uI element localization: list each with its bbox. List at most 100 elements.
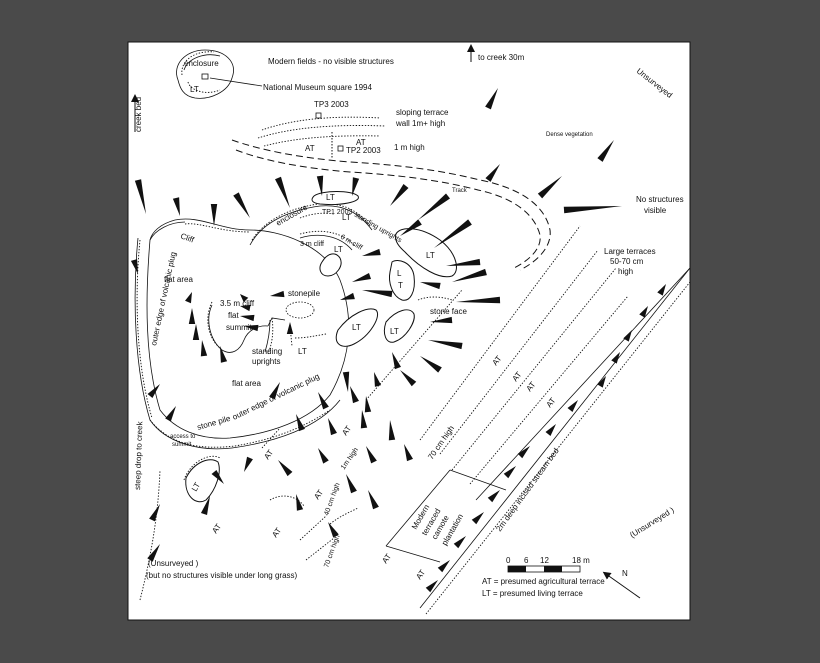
label-flat: flat [228,311,239,320]
label-stone-face: stone face [430,307,467,316]
slope-triangle [487,490,500,503]
sloping-terrace-wall [257,112,386,158]
map-sheet [127,41,691,621]
label-track: Track [452,188,468,194]
slope-triangle [517,446,530,459]
slope-triangle [400,370,417,387]
scale-12: 12 [540,556,549,565]
label-t: T [398,281,403,290]
slope-triangle [657,284,666,296]
slope-triangle [275,176,290,208]
label-lt-g: LT [298,347,307,356]
enclosure-top-left [176,49,234,99]
slope-triangle [192,324,200,340]
upper-cliff [249,203,373,251]
slope-triangle [270,290,285,298]
label-lt-f: LT [390,327,399,336]
slope-triangle [318,448,329,464]
label-access: access to [170,434,196,440]
slope-triangle [404,444,413,462]
slope-triangle [388,420,396,441]
slope-triangle [134,179,146,214]
slope-triangle [390,184,409,206]
slope-triangle [392,352,401,370]
label-steep-drop: steep drop to creek [133,420,144,490]
slope-triangle [425,580,438,593]
summit-cliff [207,301,286,355]
slope-triangle [368,490,379,510]
slope-triangle [328,418,337,436]
slope-triangle [567,400,578,412]
slope-triangle [456,296,501,304]
label-visible: visible [644,206,667,215]
scale-bar [507,565,581,573]
slope-triangle [545,424,556,436]
slope-triangle [364,396,372,413]
slope-triangle [269,382,280,400]
slope-triangle [428,340,463,350]
label-north: N [622,569,628,578]
slope-triangle [342,371,350,392]
slope-triangle [240,294,249,303]
slope-triangle [318,392,329,410]
scale-18: 18 m [572,556,590,565]
label-flat-area-bottom: flat area [232,379,261,388]
label-lt-h: LT [190,481,202,493]
slope-triangle [437,560,450,573]
slope-triangle [420,282,441,290]
label-terrace-height: 50-70 cm [610,257,644,266]
label-tp1: TP1 2003 [322,209,352,216]
track-lines [231,139,551,271]
slope-triangle [240,304,251,312]
slope-triangle [434,219,472,248]
slope-triangle [623,330,632,342]
slope-triangle [220,346,228,363]
slope-triangle [537,176,562,199]
label-summit: summit [226,323,253,332]
museum-leader-line [209,77,263,87]
label-to-creek: to creek 30m [478,53,525,62]
slope-triangle [362,248,381,256]
slope-triangle [296,494,304,511]
slope-triangle [350,386,359,404]
north-arrow [602,571,641,599]
slope-triangle [188,308,196,324]
slope-triangle [446,258,481,266]
slope-triangle [340,292,355,300]
label-creek-bed: creek bed [134,97,143,132]
slope-triangle [418,193,450,220]
slope-triangle [360,410,368,429]
slope-triangle [485,164,500,182]
slope-triangle [211,469,224,484]
label-lt-d: LT [426,251,435,260]
slope-triangle [471,512,484,525]
slope-triangle [362,290,393,298]
slope-triangle [244,324,259,332]
label-long-grass: (but no structures visible under long gr… [146,571,298,580]
slope-triangle [240,314,255,322]
slope-triangle [200,340,208,357]
label-3m-cliff-small: 3 m cliff [300,241,324,248]
slope-triangle [130,259,138,274]
slope-triangle [172,197,180,216]
living-terraces [185,191,457,503]
label-lt-a: LT [326,193,335,202]
slope-triangle [611,352,620,364]
label-lt-b: LT [342,213,351,222]
slope-triangle [503,466,516,479]
slope-triangle [296,414,305,432]
slope-triangle [420,356,442,373]
label-wall-height: wall 1m+ high [395,119,445,128]
slope-triangle [165,406,176,422]
slope-triangle [200,496,210,516]
slope-triangle [286,322,294,334]
large-terraces [261,225,629,561]
label-tp2: TP2 2003 [346,146,381,155]
slope-triangle [328,522,339,538]
label-l: L [397,269,402,278]
slope-triangle [639,306,648,318]
slope-triangle [185,292,192,304]
slope-triangle [430,316,453,324]
legend-lt: LT = presumed living terrace [482,589,583,598]
